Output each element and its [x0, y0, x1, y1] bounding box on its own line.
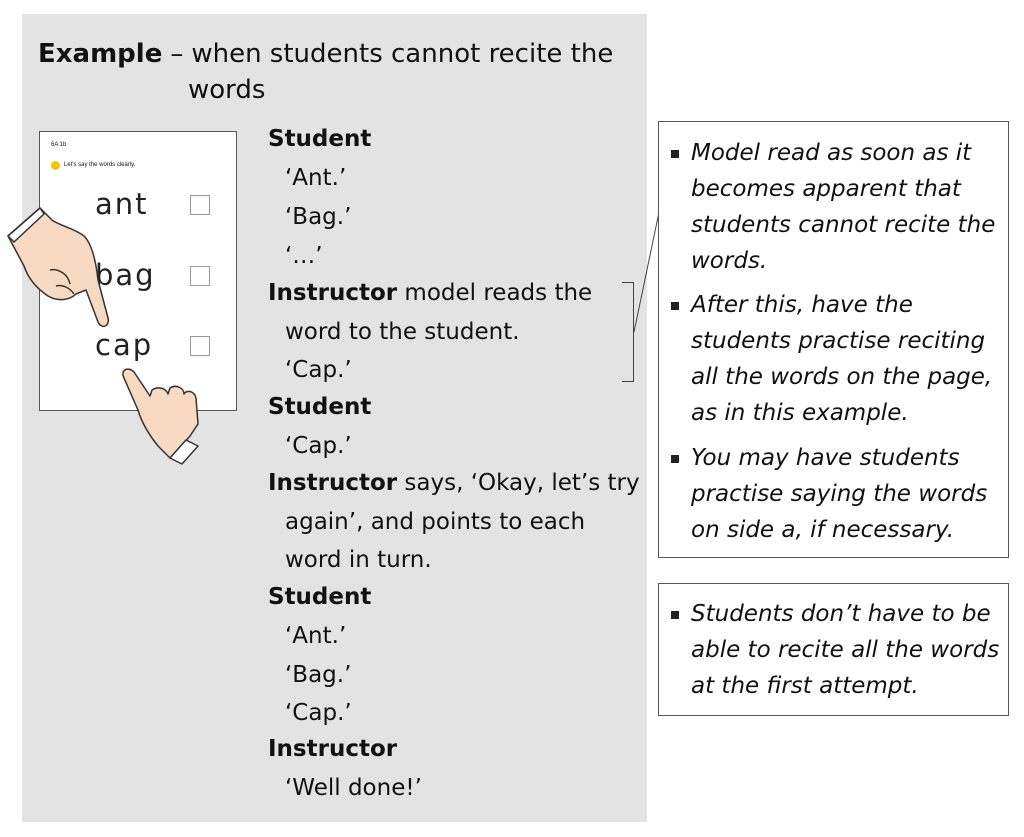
student-speaker: Student [268, 394, 372, 420]
worksheet-checkbox [190, 195, 210, 215]
heading-line-1: when students cannot recite the [191, 39, 614, 69]
note-line: becomes apparent that [691, 176, 961, 202]
note-line: After this, have the [691, 292, 913, 318]
example-heading: Example–when students cannot recite the … [38, 36, 614, 105]
worksheet-thumbnail: 6A 1b Let's say the words clearly. ant b… [39, 131, 237, 411]
worksheet-code: 6A 1b [51, 142, 67, 148]
bracket-marker [622, 282, 634, 382]
dialogue-line: word to the student. [285, 319, 520, 345]
student-speaker: Student [268, 126, 372, 152]
dialogue-line: word in turn. [285, 547, 432, 573]
heading-line-2: words [188, 75, 266, 105]
student-speaker: Student [268, 584, 372, 610]
note-line: students cannot recite the [691, 212, 996, 238]
note-line: able to recite all the words [691, 637, 1000, 663]
note-line: on side a, if necessary. [691, 517, 955, 543]
note-line: at the first attempt. [691, 673, 919, 699]
speaker-icon [51, 161, 60, 170]
dialogue-line: ‘Cap.’ [285, 433, 352, 459]
instructor-speaker: Instructor [268, 280, 398, 306]
dialogue-text: model reads the [404, 280, 593, 306]
dialogue-line: ‘Cap.’ [285, 700, 352, 726]
bullet-icon [671, 455, 679, 463]
dialogue-line: ‘Bag.’ [285, 662, 352, 688]
dialogue-line: ‘Cap.’ [285, 357, 352, 383]
worksheet-word: bag [95, 258, 156, 292]
dialogue-text: says, ‘Okay, let’s try [404, 470, 640, 496]
worksheet-checkbox [190, 266, 210, 286]
note-line: as in this example. [691, 400, 909, 426]
note-line: You may have students [691, 445, 960, 471]
bullet-icon [671, 150, 679, 158]
note-line: words. [691, 248, 768, 274]
worksheet-word: cap [95, 328, 154, 362]
note-line: students practise reciting [691, 328, 986, 354]
dialogue-line: again’, and points to each [285, 509, 586, 535]
dialogue-line: ‘Ant.’ [285, 623, 347, 649]
instructor-speaker: Instructor [268, 470, 398, 496]
bullet-icon [671, 611, 679, 619]
bullet-icon [671, 302, 679, 310]
note-line: all the words on the page, [691, 364, 993, 390]
dialogue-line: ‘Ant.’ [285, 165, 347, 191]
heading-dash: – [170, 39, 184, 69]
note-line: Students don’t have to be [691, 601, 991, 627]
worksheet-instruction: Let's say the words clearly. [64, 162, 136, 168]
worksheet-checkbox [190, 336, 210, 356]
note-line: practise saying the words [691, 481, 988, 507]
dialogue-line: ‘Well done!’ [285, 775, 422, 801]
worksheet-word: ant [95, 187, 149, 221]
dialogue-line: ‘Bag.’ [285, 204, 352, 230]
example-label: Example [38, 39, 163, 69]
dialogue-line: Instructor says, ‘Okay, let’s try [268, 468, 640, 498]
dialogue-line: Instructor model reads the [268, 278, 592, 308]
note-box: Students don’t have to be able to recite… [658, 583, 1009, 716]
instructor-speaker: Instructor [268, 736, 398, 762]
note-line: Model read as soon as it [691, 140, 972, 166]
dialogue-line: ‘…’ [285, 243, 323, 269]
note-box: Model read as soon as it becomes apparen… [658, 121, 1009, 558]
